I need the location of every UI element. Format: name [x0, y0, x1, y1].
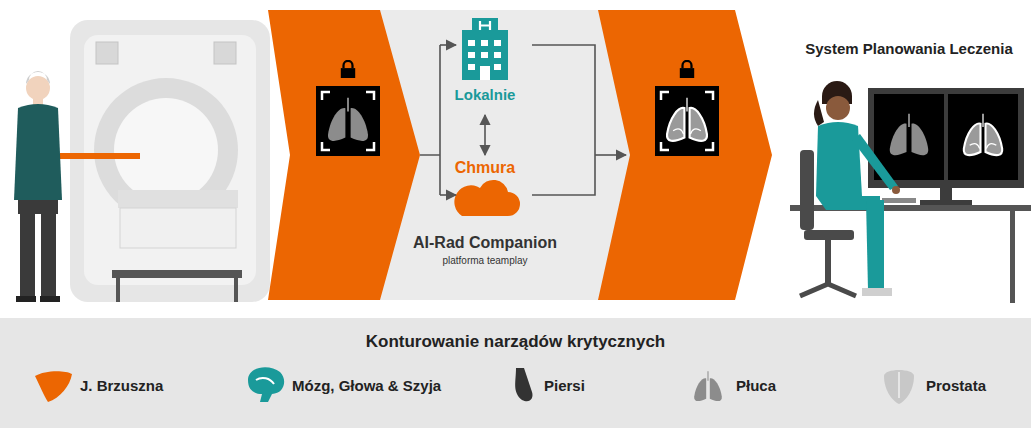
- cloud-box: ChmuraAI-Rad Companion platforma teamplay: [395, 158, 575, 278]
- organ-label: Piersi: [544, 377, 585, 395]
- site-box: Lokalnie: [430, 12, 540, 112]
- node-title: Lokalnie: [430, 86, 540, 104]
- node-title: Prostata: [926, 377, 986, 395]
- organ-label: J. Brzuszna: [80, 377, 163, 395]
- organ-label: Płuca: [736, 377, 776, 395]
- node-title: Płuca: [736, 377, 776, 395]
- organ-label: Prostata: [926, 377, 986, 395]
- node-title: Piersi: [544, 377, 585, 395]
- node-title: Mózg, Głowa & Szyja: [292, 377, 441, 395]
- node-title: Konturowanie narządów krytycznych: [0, 332, 1031, 352]
- organ-label: Mózg, Głowa & Szyja: [292, 377, 441, 395]
- node-title: System Planowania Leczenia: [792, 40, 1026, 58]
- node-text: AI-Rad Companion: [395, 233, 575, 252]
- system-title: System Planowania Leczenia: [792, 40, 1026, 64]
- category-band: Konturowanie narządów krytycznych J. Brzu…: [0, 318, 1031, 428]
- node-title: Chmura: [395, 158, 575, 177]
- node-title: J. Brzuszna: [80, 377, 163, 395]
- connector-arrow: [484, 115, 486, 155]
- node-text: platforma teamplay: [395, 255, 575, 267]
